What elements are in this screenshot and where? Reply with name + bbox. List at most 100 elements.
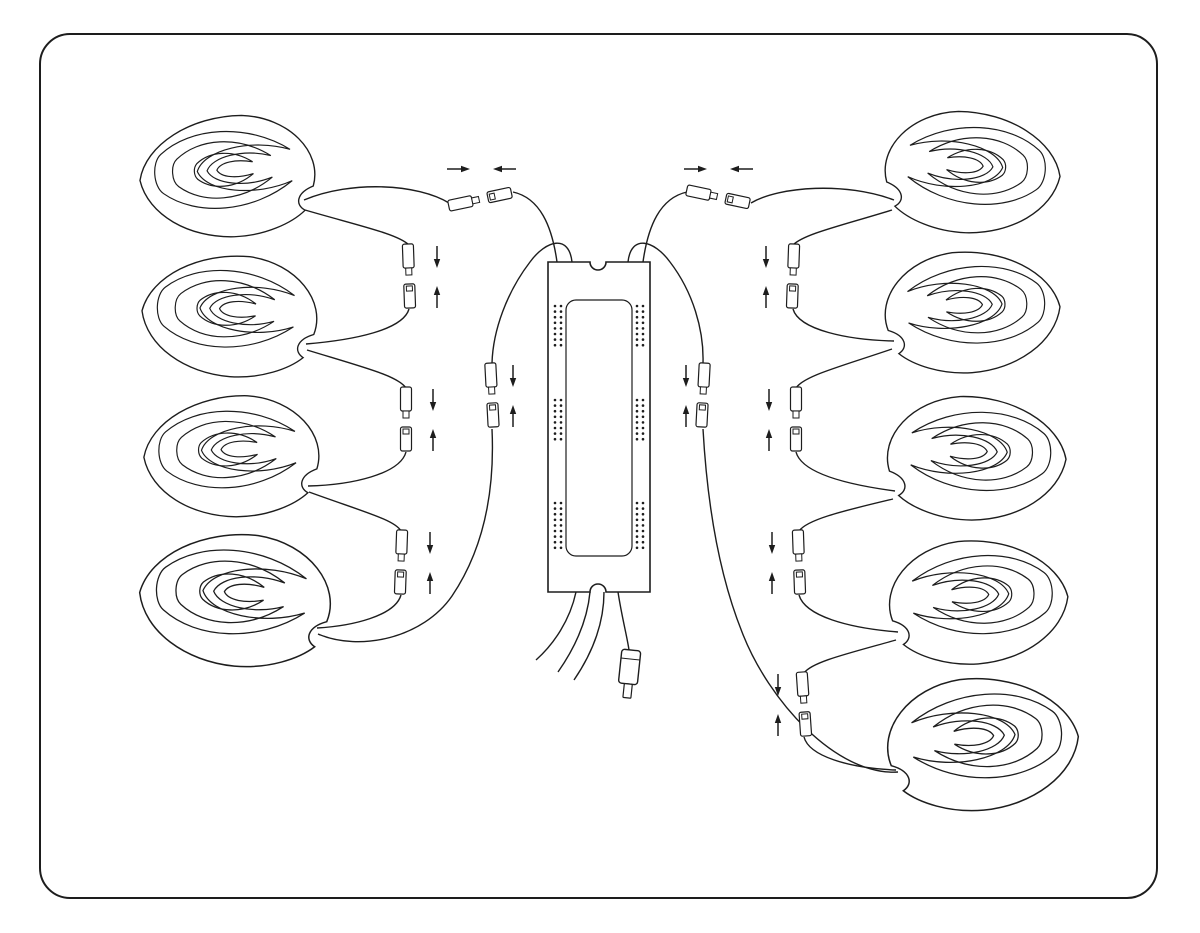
- led-dot: [553, 432, 557, 435]
- arrow-head: [774, 687, 782, 696]
- wire: [305, 308, 410, 345]
- led-dot: [635, 338, 639, 341]
- led-dot: [559, 310, 563, 313]
- led-dot: [559, 409, 563, 413]
- wire: [512, 191, 558, 263]
- arrow-head: [429, 429, 437, 438]
- led-dot: [553, 421, 557, 424]
- plug-socket: [488, 404, 497, 411]
- direction-arrow: [493, 165, 516, 173]
- led-dot: [559, 332, 563, 336]
- plug-socket: [402, 428, 410, 435]
- wire: [627, 242, 704, 364]
- led-dot: [641, 432, 645, 435]
- led-dot: [641, 518, 645, 522]
- led-dot: [635, 432, 639, 435]
- arrow-head: [433, 286, 441, 295]
- plug-collar: [620, 657, 640, 661]
- led-dot: [635, 415, 639, 419]
- arrow-head: [765, 402, 773, 411]
- arrow-head: [682, 378, 690, 387]
- direction-arrow: [426, 532, 434, 554]
- wire: [795, 348, 893, 389]
- plug-male: [484, 362, 498, 388]
- led-dot: [559, 415, 563, 419]
- direction-arrow: [762, 246, 770, 268]
- plug-male: [787, 243, 801, 269]
- arrow-head: [682, 405, 690, 414]
- led-dot: [553, 398, 557, 402]
- wire: [557, 591, 591, 673]
- led-dot: [641, 415, 645, 419]
- wire: [316, 594, 402, 629]
- direction-arrow: [774, 714, 782, 736]
- led-dot: [553, 321, 557, 325]
- connector-pair-top-right: [685, 184, 751, 210]
- led-dot: [553, 524, 557, 527]
- led-dot: [635, 409, 639, 413]
- led-dot: [641, 409, 645, 413]
- led-dot: [559, 343, 563, 347]
- led-dot: [641, 421, 645, 424]
- direction-arrow: [684, 165, 707, 173]
- plug-tab: [795, 553, 803, 562]
- arrow-head: [768, 545, 776, 554]
- plug-barrel: [617, 648, 642, 686]
- led-dot: [641, 426, 645, 430]
- plug-tab: [699, 386, 707, 395]
- direction-arrow: [774, 674, 782, 696]
- arrow-head: [762, 286, 770, 295]
- arrow-head: [765, 429, 773, 438]
- led-dot: [641, 398, 645, 402]
- led-dot: [641, 535, 645, 538]
- led-dot: [635, 535, 639, 538]
- driver-window: [565, 299, 633, 557]
- led-dot: [559, 437, 563, 441]
- led-dot: [553, 512, 557, 516]
- plug-socket: [396, 571, 405, 578]
- wire: [792, 209, 893, 246]
- connector-pair-top-left: [447, 186, 513, 212]
- plug-socket: [698, 404, 707, 411]
- plug-tab: [789, 267, 797, 276]
- led-dot: [635, 343, 639, 347]
- direction-arrow: [768, 532, 776, 554]
- plug-male: [795, 671, 810, 697]
- led-dot: [641, 512, 645, 516]
- direction-arrow: [765, 429, 773, 451]
- direction-arrow: [447, 165, 470, 173]
- direction-arrow: [509, 365, 517, 387]
- led-dot: [559, 540, 563, 544]
- direction-arrow: [429, 389, 437, 411]
- led-dot: [641, 304, 645, 308]
- led-dot: [635, 426, 639, 430]
- wire: [803, 736, 897, 771]
- power-plug: [617, 648, 642, 699]
- plug-socket: [788, 285, 797, 292]
- led-dot: [559, 338, 563, 341]
- led-dot: [553, 546, 557, 550]
- wire: [642, 191, 688, 263]
- arrow-head: [433, 259, 441, 268]
- direction-arrow: [682, 365, 690, 387]
- driver-outline: [547, 261, 651, 593]
- led-dot: [559, 421, 563, 424]
- arrow-head: [762, 259, 770, 268]
- plug-socket: [795, 571, 804, 578]
- plug-socket: [405, 285, 414, 292]
- arrow-head: [509, 405, 517, 414]
- plug-tab: [799, 695, 808, 704]
- direction-arrow: [730, 165, 753, 173]
- connector-pair-left-3: [393, 529, 409, 595]
- led-dot: [635, 501, 639, 505]
- plug-socket: [801, 713, 809, 720]
- led-dot: [553, 529, 557, 533]
- wire: [304, 209, 410, 246]
- arrow-head: [426, 545, 434, 554]
- plug-tab: [488, 386, 496, 395]
- led-dot: [553, 437, 557, 441]
- arrow-head: [461, 165, 470, 173]
- wire: [307, 451, 407, 487]
- led-dot: [635, 321, 639, 325]
- plug-socket: [792, 428, 800, 435]
